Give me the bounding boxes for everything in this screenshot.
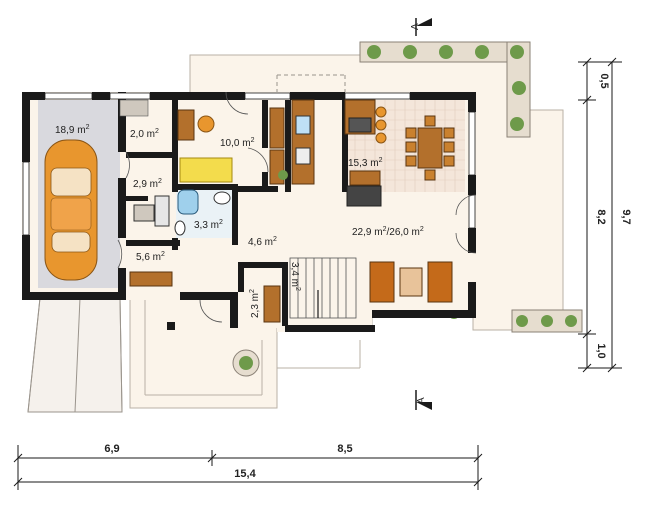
dining-chair (405, 141, 417, 153)
driveway-line (27, 297, 41, 413)
label-storage: 2,0 m2 (130, 128, 159, 140)
toilet-icon (174, 220, 186, 236)
stairs (289, 257, 357, 319)
plant-icon (439, 45, 453, 59)
dining-chair (443, 141, 455, 153)
armchair-left (369, 261, 395, 303)
study-sofa (179, 157, 233, 183)
plant-icon (239, 356, 253, 370)
boiler-tank (154, 195, 170, 227)
pillar (167, 322, 175, 330)
label-pantry: 2,3 m2 (249, 289, 261, 318)
plant-icon (516, 315, 528, 327)
label-garage: 18,9 m2 (55, 124, 90, 136)
coffee-table (399, 267, 423, 297)
kitchen-cabinet (349, 170, 381, 186)
washbasin-icon (213, 191, 231, 205)
bar-stool (375, 119, 387, 131)
study-desk (177, 109, 195, 141)
windows (22, 92, 476, 236)
room-labels: 18,9 m2 2,0 m2 2,9 m2 3,3 m2 5,6 m2 4,6 … (55, 124, 424, 318)
plant-icon (541, 315, 553, 327)
driveway-line (119, 297, 123, 413)
bar-stool (375, 106, 387, 118)
section-label-top: A (410, 23, 421, 30)
dining-chair (405, 127, 417, 139)
dimension-lines (13, 57, 622, 490)
label-living: 22,9 m2/26,0 m2 (352, 226, 424, 238)
dining-table (417, 127, 443, 169)
kitchen-sink (295, 115, 311, 135)
driveway-line (74, 297, 81, 413)
kitchen-stove (348, 117, 372, 133)
study-chair (197, 115, 215, 133)
oven (346, 185, 382, 207)
plant-icon (367, 45, 381, 59)
armchair-right (427, 261, 453, 303)
dim-right-total: 9,7 (620, 209, 632, 224)
dim-right-top: 0,5 (598, 73, 610, 88)
label-stairs: 3,4 m2 (289, 262, 301, 291)
section-arrow-icon (416, 402, 432, 410)
plant-icon (510, 117, 524, 131)
dim-bottom-total: 15,4 (234, 468, 256, 480)
dining-chair (443, 127, 455, 139)
label-bathroom: 3,3 m2 (194, 219, 223, 231)
label-vestibule: 5,6 m2 (136, 251, 165, 263)
plant-icon (510, 45, 524, 59)
plant-icon (403, 45, 417, 59)
label-kitchen: 15,3 m2 (348, 157, 383, 169)
wardrobe (269, 107, 285, 149)
dim-bottom-right: 8,5 (337, 443, 352, 455)
plant-icon (512, 81, 526, 95)
bar-stool (375, 132, 387, 144)
dishwasher (295, 147, 311, 165)
plant-icon (278, 170, 288, 180)
walls (22, 92, 476, 332)
dining-chair (424, 169, 436, 181)
shower-icon (177, 189, 199, 215)
plant-icon (475, 45, 489, 59)
dim-bottom-left: 6,9 (104, 443, 119, 455)
section-label-bottom: A (416, 397, 427, 404)
garage-shelf (119, 99, 149, 117)
vestibule-wardrobe (129, 271, 173, 287)
dining-chair (424, 115, 436, 127)
boiler-unit (133, 204, 155, 222)
kitchen-counter (291, 99, 315, 185)
dining-chair (443, 155, 455, 167)
pantry-shelf (263, 285, 281, 323)
label-boiler: 2,9 m2 (133, 178, 162, 190)
label-study: 10,0 m2 (220, 137, 255, 149)
dining-chair (405, 155, 417, 167)
door-swings (117, 91, 477, 323)
driveway (27, 297, 123, 413)
car (44, 139, 98, 281)
section-arrow-icon (416, 18, 432, 26)
label-hall: 4,6 m2 (248, 236, 277, 248)
dim-right-bottom: 1,0 (595, 343, 607, 358)
plant-icon (565, 315, 577, 327)
dim-right-mid: 8,2 (595, 209, 607, 224)
